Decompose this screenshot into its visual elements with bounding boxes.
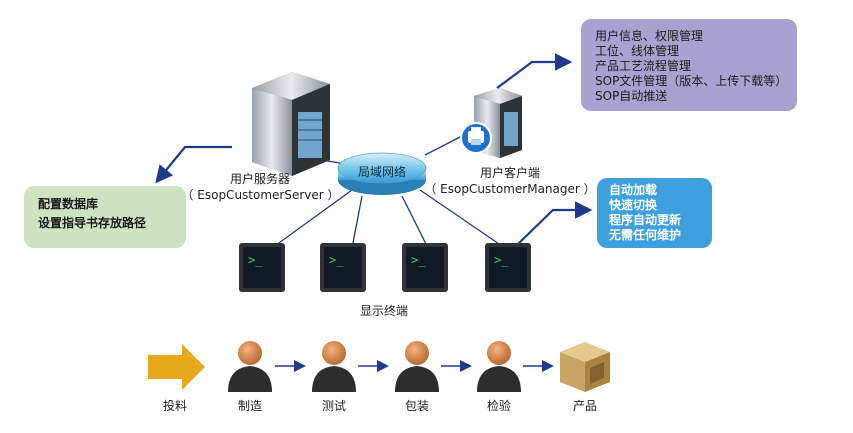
- network-label: 局域网络: [357, 165, 406, 179]
- manager-feature: 用户信息、权限管理: [595, 29, 704, 43]
- person-icons: [228, 341, 521, 392]
- person-icon: [312, 341, 356, 392]
- link-terminal-1: [271, 189, 353, 249]
- client-callout-arrow: [496, 53, 573, 89]
- flow-step-label: 产品: [572, 399, 597, 413]
- terminal-monitor-icon: [402, 243, 448, 292]
- manager-feature: 工位、线体管理: [595, 44, 680, 58]
- server-sublabel: （ EsopCustomerServer ）: [181, 188, 340, 202]
- network-hub-icon: [337, 152, 427, 195]
- server-feature: 设置指导书存放路径: [38, 216, 147, 230]
- terminal-prompt: >_: [248, 253, 263, 267]
- server-features-box: 配置数据库 设置指导书存放路径: [24, 186, 186, 248]
- terminal-feature: 无需任何维护: [609, 228, 682, 242]
- client-icon: [460, 88, 522, 158]
- terminal-features-box: 自动加载 快速切换 程序自动更新 无需任何维护: [597, 178, 712, 248]
- terminals-label: 显示终端: [359, 304, 408, 318]
- person-icon: [477, 341, 521, 392]
- product-box-icon: [560, 342, 610, 392]
- terminal-monitor-icon: [239, 243, 285, 292]
- person-icon: [395, 341, 439, 392]
- server-icon: [252, 72, 330, 176]
- terminal-prompt: >_: [494, 253, 509, 267]
- terminal-monitor-icon: [320, 243, 366, 292]
- link-terminal-4: [419, 189, 506, 249]
- link-terminal-2: [351, 195, 363, 249]
- flow-step-label: 包装: [404, 399, 429, 413]
- terminal-prompt: >_: [329, 253, 344, 267]
- flow-step-label: 制造: [237, 399, 262, 413]
- server-feature: 配置数据库: [38, 197, 99, 211]
- manager-feature: SOP文件管理（版本、上传下载等）: [595, 74, 788, 88]
- terminal-feature: 程序自动更新: [609, 213, 682, 227]
- client-label: 用户客户端: [479, 166, 540, 180]
- terminal-icons: [239, 243, 531, 292]
- input-arrow-icon: [148, 344, 205, 390]
- link-terminal-3: [401, 195, 429, 249]
- terminal-callout-arrow: [517, 201, 593, 245]
- flow-step-label: 测试: [321, 399, 346, 413]
- client-sublabel: （ EsopCustomerManager ）: [424, 182, 596, 196]
- server-callout-arrow: [155, 145, 232, 184]
- flow-step-label: 投料: [162, 399, 187, 413]
- link-client: [424, 135, 463, 156]
- flow-step-label: 检验: [486, 399, 511, 413]
- terminal-prompt: >_: [411, 253, 426, 267]
- server-label: 用户服务器: [229, 172, 290, 186]
- person-icon: [228, 341, 272, 392]
- manager-features-box: 用户信息、权限管理 工位、线体管理 产品工艺流程管理 SOP文件管理（版本、上传…: [581, 19, 797, 111]
- manager-feature: SOP自动推送: [595, 89, 668, 103]
- terminal-feature: 自动加载: [609, 183, 658, 197]
- terminal-monitor-icon: [485, 243, 531, 292]
- manager-feature: 产品工艺流程管理: [595, 59, 692, 73]
- terminal-feature: 快速切换: [609, 198, 658, 212]
